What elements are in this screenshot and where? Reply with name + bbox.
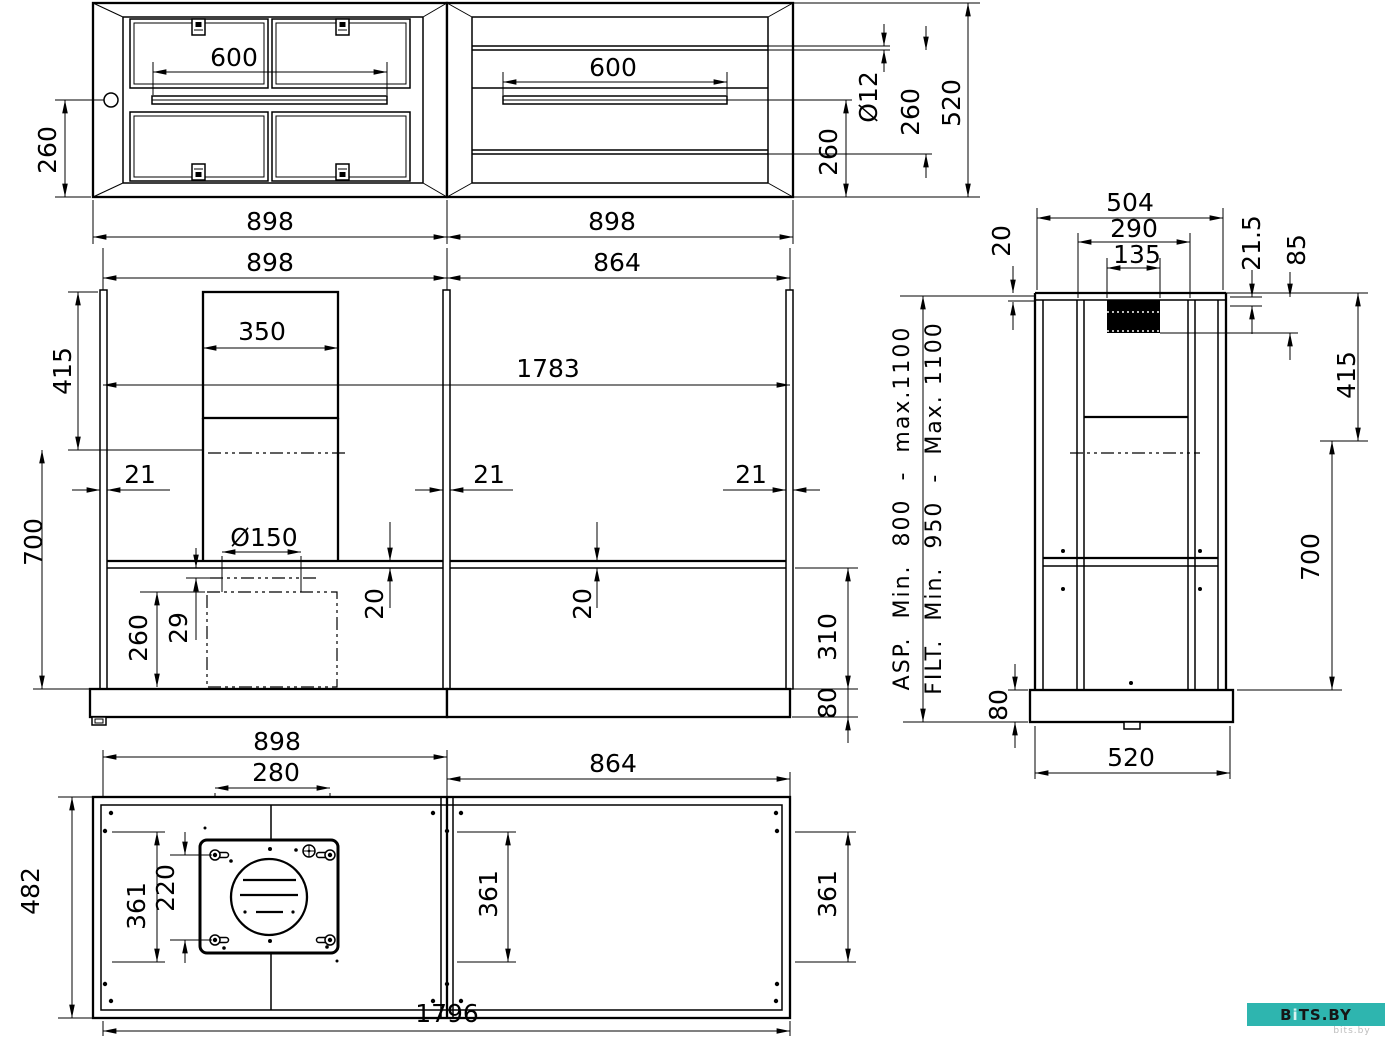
dim-front-700: 700 [19,518,48,566]
dim-side-85: 85 [1282,234,1311,266]
dim-side-415: 415 [1332,351,1361,399]
dim-top-260-mid: 260 [814,128,843,176]
view-side-elevation: 504 290 135 20 21.5 85 415 700 80 520 AS… [890,188,1368,779]
dim-top-520: 520 [937,79,966,127]
dim-front-20-right: 20 [568,588,597,620]
wall-panel-left [99,289,108,690]
panel-clip-icons [191,18,350,181]
dim-top-898-right: 898 [588,207,636,236]
watermark: BiTS.BY bits.by [1247,1003,1385,1036]
dim-side-20: 20 [987,225,1016,257]
dim-front-80: 80 [813,687,842,719]
dim-side-700: 700 [1296,533,1325,581]
dim-plan-1796: 1796 [415,999,479,1028]
hidden-hood-body [206,591,338,688]
screw-cross-mark [302,844,316,858]
dim-plan-898: 898 [253,727,301,756]
chimney-upper [201,290,340,420]
dim-side-504: 504 [1106,188,1154,217]
dim-plan-361-left: 361 [122,882,151,930]
wall-panel-right [785,289,794,690]
dim-plan-482: 482 [16,867,45,915]
dim-front-21-left: 21 [124,460,156,489]
dim-top-260-left: 260 [33,126,62,174]
dim-plan-280: 280 [252,758,300,787]
annotation-filt-height: FILT. Min. 950 - Max. 1100 [922,321,947,695]
dim-front-310: 310 [813,613,842,661]
dim-front-350: 350 [238,317,286,346]
dim-side-80: 80 [984,689,1013,721]
dim-top-600-left: 600 [210,43,258,72]
dim-front-898: 898 [246,248,294,277]
dim-front-864: 864 [593,248,641,277]
watermark-band [1247,1003,1385,1026]
view-front-elevation: 898 864 350 1783 415 700 21 21 21 Ø150 2… [19,248,858,743]
dim-plan-361-mid: 361 [474,870,503,918]
dim-top-600-right: 600 [589,53,637,82]
side-foot [1123,721,1141,730]
dim-front-20-left: 20 [360,588,389,620]
dim-top-898-left: 898 [246,207,294,236]
dim-front-29: 29 [164,612,193,644]
dim-plan-864: 864 [589,749,637,778]
dim-front-260: 260 [124,614,153,662]
dim-side-135: 135 [1113,240,1161,269]
dim-plan-220: 220 [151,864,180,912]
motor-opening [229,857,309,937]
dim-front-415: 415 [48,347,77,395]
dim-side-21-5: 21.5 [1237,215,1266,271]
dim-top-dia12: Ø12 [854,71,883,123]
view-top-plan-of-hood: 600 600 898 898 260 Ø12 260 260 520 [33,1,980,244]
dim-front-dia150: Ø150 [230,523,297,552]
view-bottom-plan: 482 361 220 361 361 1796 [16,795,856,1036]
dim-plan-361-right: 361 [813,870,842,918]
annotation-asp-height: ASP. Min. 800 - max.1100 [890,326,915,691]
dim-front-1783: 1783 [516,354,580,383]
dim-side-290: 290 [1110,214,1158,243]
dim-top-260-outer: 260 [896,88,925,136]
watermark-subtext: bits.by [1333,1026,1370,1036]
duct-outlet [1107,300,1160,333]
screw-dots [102,810,780,1004]
dim-side-520: 520 [1107,743,1155,772]
watermark-logo: BiTS.BY [1280,1006,1352,1024]
wall-panel-mid [442,289,451,690]
foot [91,716,107,726]
dim-front-21-right: 21 [735,460,767,489]
dim-front-21-mid: 21 [473,460,505,489]
motor-mounting-plate [198,838,340,955]
keyhole-slots [209,849,336,946]
